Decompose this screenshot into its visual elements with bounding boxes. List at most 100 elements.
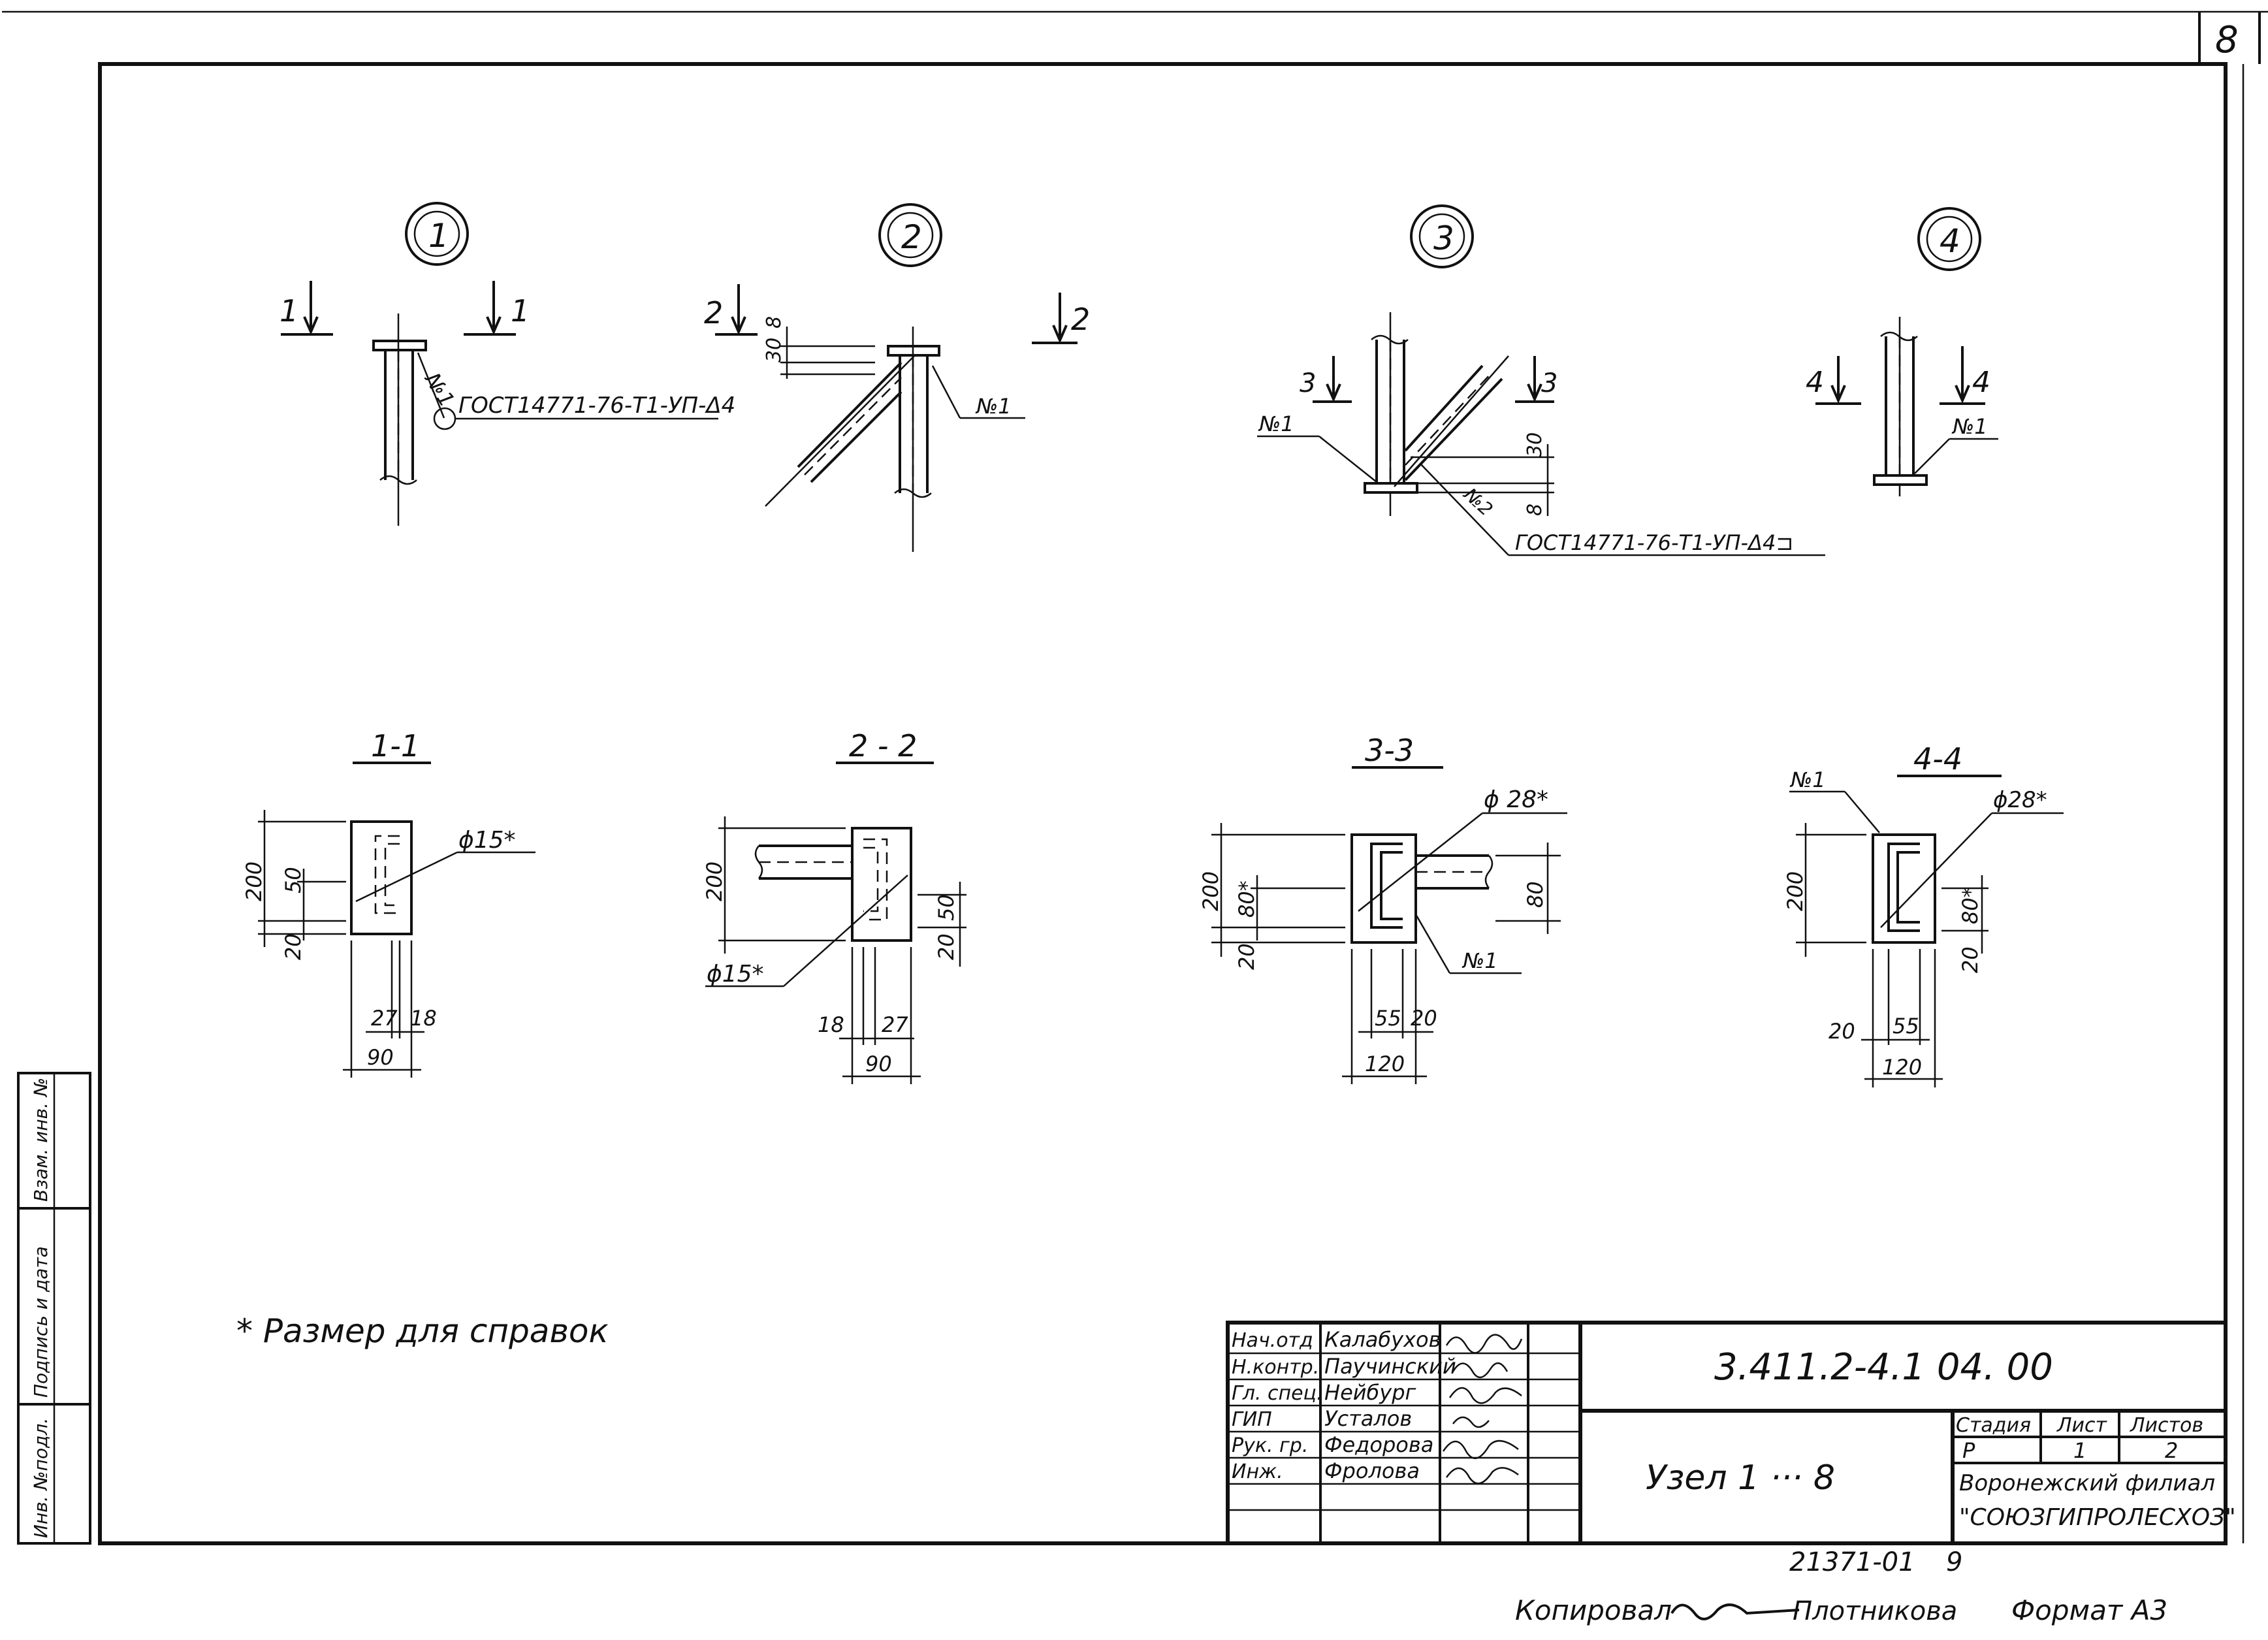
reference-note: * Размер для справок [236,1312,609,1350]
node-1-label: 1 [428,217,449,255]
node-3-weld-mark-1: №1 [1258,411,1294,436]
section-1-1-channel-outer [374,835,400,914]
section-2-2-title: 2 - 2 [849,728,917,764]
node-3-dim-top: 30 [1524,432,1546,457]
node-4-section-mark-right: 4 [1972,366,1990,399]
node-2-break [894,488,932,498]
tb-role-1: Н.контр. [1232,1356,1319,1379]
section-4-4-dia-leader [1880,812,1992,928]
node-3-marker-inner [1418,213,1465,260]
node-1-arrowhead-left [303,316,319,336]
section-3-3-dim-80s: 80* [1234,880,1259,918]
node-1-section-mark-left: 1 [280,293,298,329]
section-1-1-dim-20: 20 [281,933,306,960]
tb-name-2: Нейбург [1324,1380,1416,1405]
archive-suffix: 9 [1946,1547,1962,1577]
section-3-3-dim-20b: 20 [1411,1006,1437,1031]
section-3-3-dia-leader [1358,812,1483,912]
tb-org-line-2: "СОЮЗГИПРОЛЕСХОЗ" [1959,1504,2236,1531]
tb-role-2: Гл. спец. [1232,1382,1322,1405]
tb-signature-1 [1452,1362,1509,1378]
node-4-section-mark-left: 4 [1806,366,1824,399]
node-2-brace-axis [765,355,915,507]
section-2-2-brace-break [754,845,763,879]
node-1-view: 1 1 1 №1 ГОСТ14771-76-Т1-УП-Δ4 [280,202,735,526]
section-2-2: 2 - 2 ϕ15* 200 50 20 18 27 90 [702,728,966,1084]
section-1-1-dia: ϕ15* [458,827,516,854]
section-2-2-channel-outer [863,838,888,921]
side-stamp-inv-no: Инв. №подл. [30,1418,52,1538]
section-4-4-dim-80s: 80* [1958,887,1983,924]
archive-number: 21371-01 [1789,1547,1915,1577]
section-2-2-dia-leader [783,875,908,987]
title-block: Нач.отд Калабухов Н.контр. Паучинский Гл… [1226,1321,2236,1545]
section-1-1-dim-18: 18 [410,1006,437,1031]
section-1-1-dia-leader [355,851,458,903]
tb-signature-2 [1448,1387,1522,1404]
section-3-3-dim-120: 120 [1365,1052,1405,1076]
section-2-2-dim-18: 18 [818,1012,844,1037]
tb-name-4: Федорова [1324,1432,1433,1457]
node-3-dim-small: 8 [1524,504,1546,516]
node-2-arrowhead-right [1052,325,1068,344]
node-2-section-mark-right: 2 [1071,302,1090,337]
section-4-4-title: 4-4 [1913,741,1962,777]
node-2-brace-top [797,361,902,468]
section-3-3-dia: ϕ 28* [1484,786,1548,813]
section-4-4-dim-120: 120 [1882,1055,1922,1080]
sheet-number: 8 [2215,19,2239,61]
tb-sheets-label: Листов [2130,1414,2203,1437]
tb-name-5: Фролова [1324,1458,1420,1483]
tb-title: Узел 1 ··· 8 [1646,1458,1835,1498]
node-3-marker-outer [1410,204,1474,268]
section-2-2-channel-inner [863,846,879,912]
node-3-gost: ГОСТ14771-76-Т1-УП-Δ4⊐ [1515,530,1793,555]
section-2-2-dim-20: 20 [934,933,959,960]
node-2-section-mark-left: 2 [704,295,723,330]
node-3-arrowhead-right [1527,383,1542,403]
node-2-arrowhead-left [731,316,746,336]
section-2-2-dia: ϕ15* [707,961,764,988]
tb-name-0: Калабухов [1324,1327,1441,1352]
node-1-leader [417,352,445,419]
tb-stage-value: Р [1962,1438,1975,1463]
node-1-arrowhead-right [486,316,502,336]
section-3-3-dim-h: 200 [1198,871,1223,911]
section-3-3-channel-inner [1380,851,1403,920]
section-4-4: 4-4 №1 ϕ28* 200 80* 20 20 55 120 [1783,741,2064,1087]
section-2-2-dim-27: 27 [882,1012,908,1037]
node-4-marker-outer [1917,207,1981,271]
section-2-2-dim-50: 50 [934,894,959,921]
tb-role-4: Рук. гр. [1232,1434,1308,1457]
sheet-format: Формат А3 [2011,1594,2167,1626]
node-2-weld-mark: №1 [975,394,1012,419]
section-1-1-channel-inner [384,843,400,907]
node-4-label: 4 [1940,222,1960,260]
copier-name: Плотникова [1793,1596,1957,1626]
tb-signature-0 [1445,1334,1523,1354]
node-4-view: 4 4 4 №1 [1806,207,1998,496]
node-3-brace-top [1404,364,1484,452]
tb-signature-4 [1442,1440,1519,1459]
section-4-4-weld-mark: №1 [1789,767,1826,792]
node-1-marker-outer [405,202,469,266]
section-2-2-dim-90: 90 [865,1052,892,1076]
node-3-label: 3 [1433,219,1454,257]
node-1-marker-inner [413,210,460,257]
node-4-arrowhead-left [1830,385,1846,404]
section-4-4-channel-outer [1887,843,1920,932]
node-3-arrowhead-left [1326,383,1341,403]
side-stamp-sign-date: Подпись и дата [30,1246,52,1398]
node-4-leader [1914,438,1950,474]
tb-sheet-label: Лист [2056,1414,2108,1437]
title-block-frame [1226,1321,2228,1545]
node-4-weld-mark: №1 [1951,414,1988,439]
outer-frame [98,62,2228,1545]
sheet-frame [2,10,2268,1545]
node-2-view: 2 2 2 30 8 №1 [704,203,1090,552]
tb-name-3: Усталов [1324,1406,1412,1431]
node-1-gost: ГОСТ14771-76-Т1-УП-Δ4 [458,393,735,419]
node-2-dim-small: 8 [763,316,786,329]
node-2-marker-outer [878,203,942,267]
